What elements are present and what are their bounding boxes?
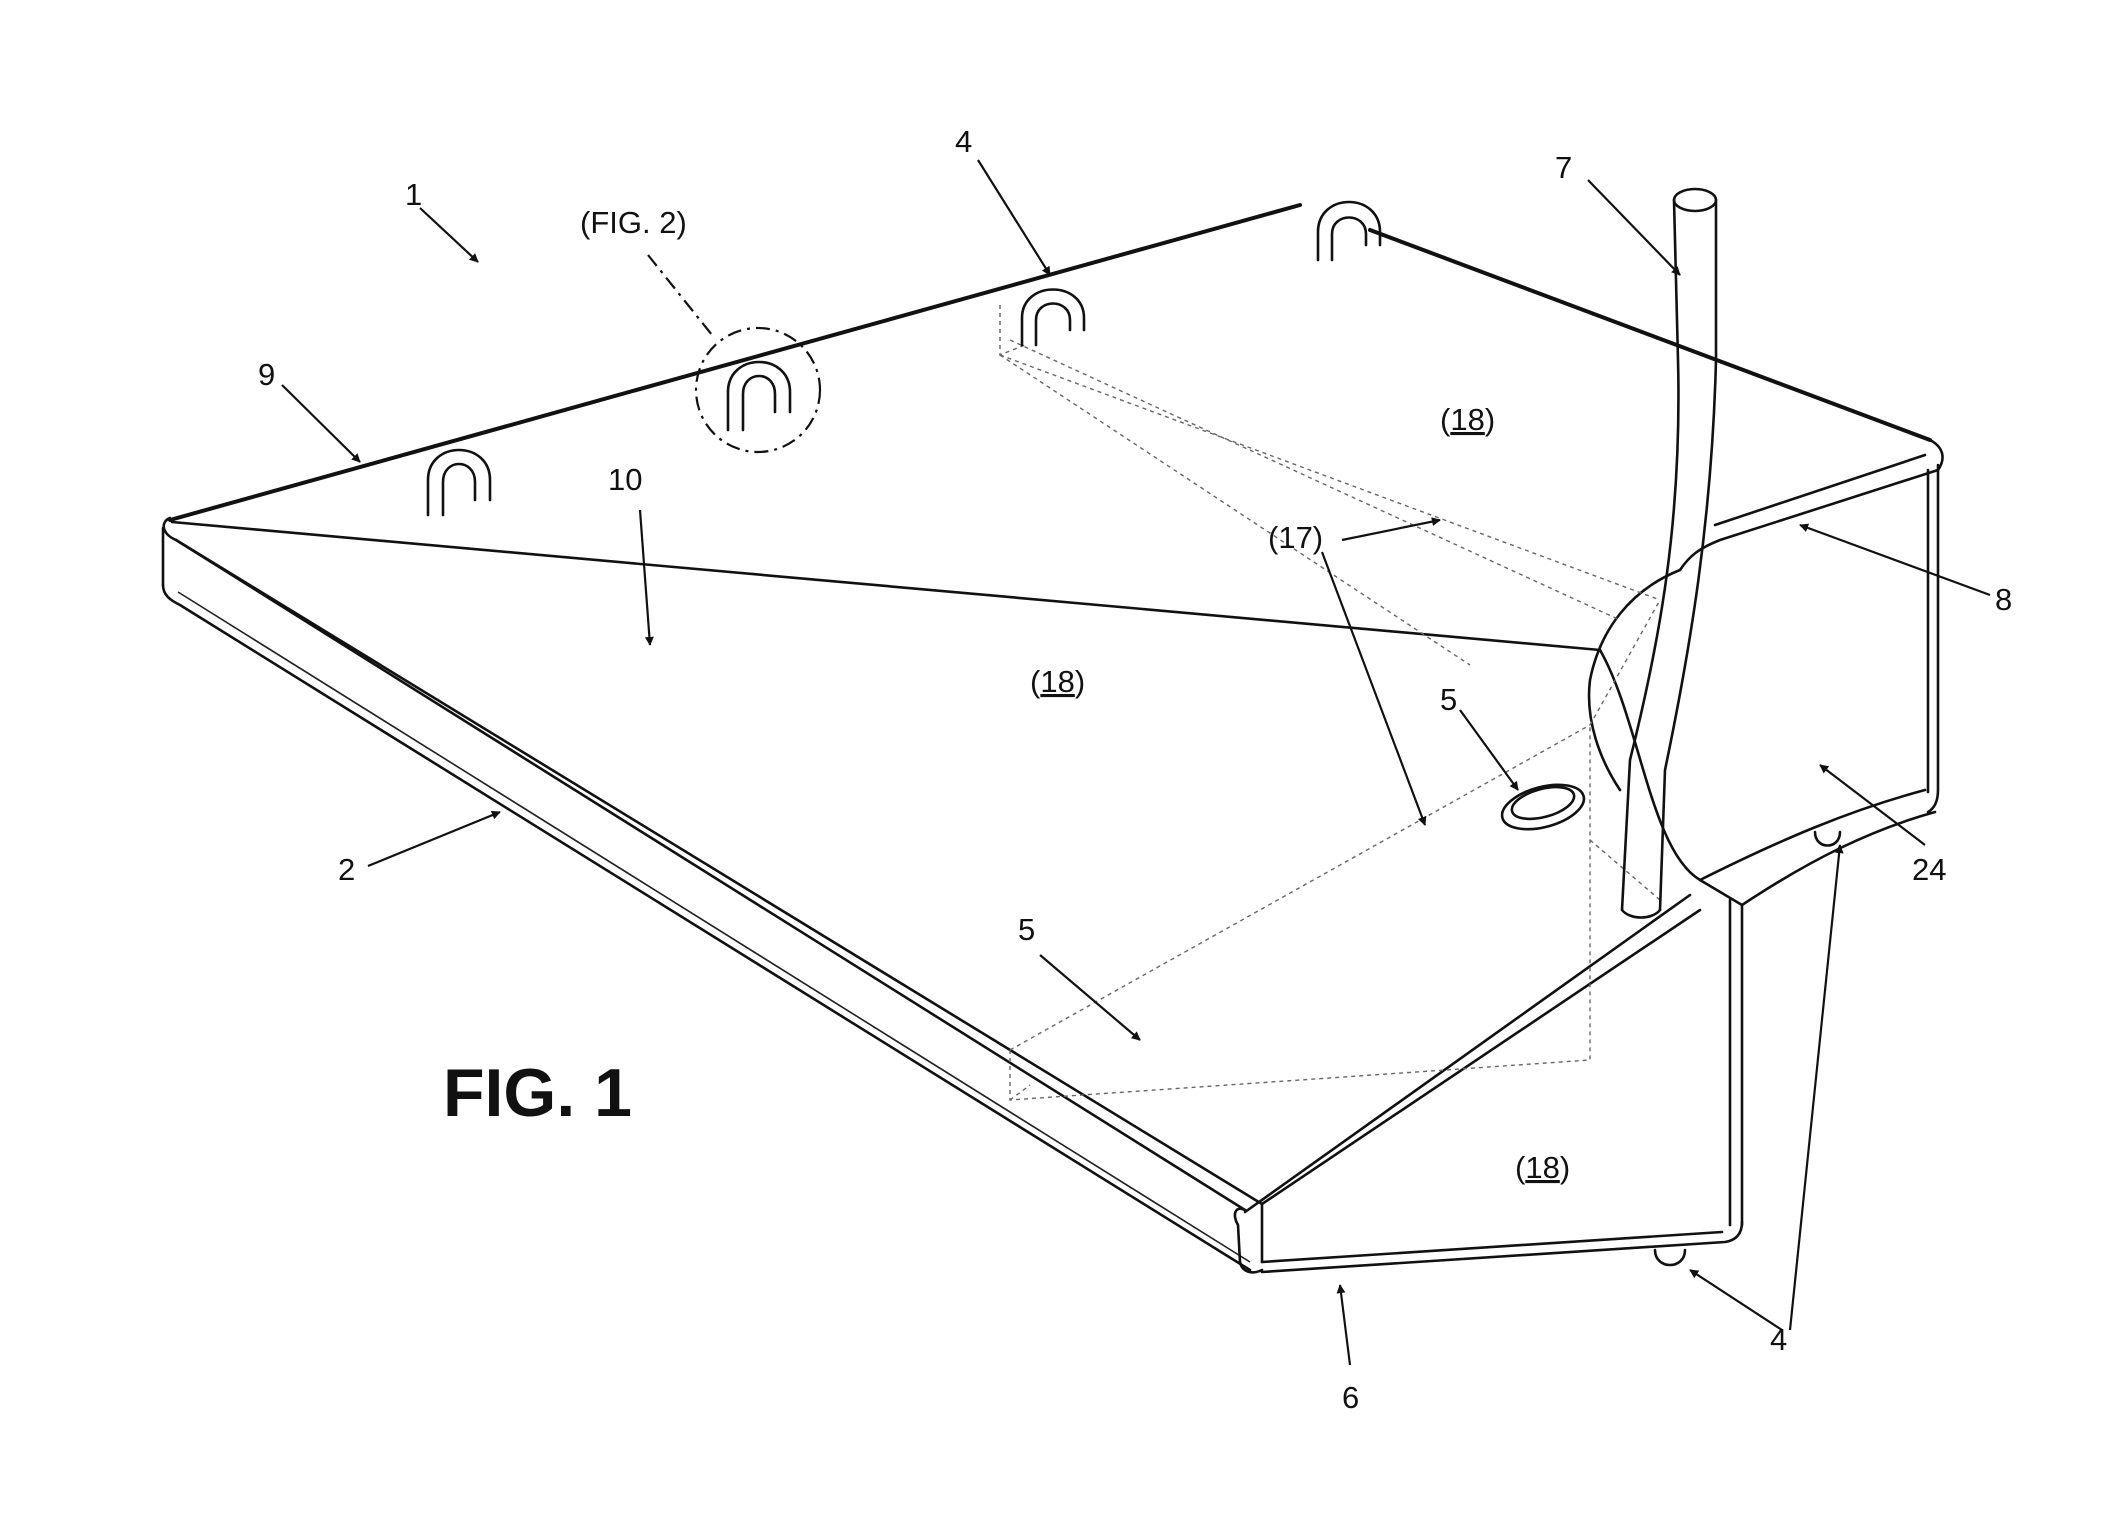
mounting-bracket-3: [1020, 288, 1086, 347]
figure-title: FIG. 1: [443, 1055, 632, 1131]
fig2-detail-circle: [694, 326, 822, 454]
label-fig2: (FIG. 2): [580, 205, 687, 240]
fill-port: [1500, 783, 1586, 831]
label-8: 8: [1995, 582, 2012, 617]
mounting-bracket-1: [426, 448, 492, 517]
label-5-right: 5: [1440, 682, 1457, 717]
label-7: 7: [1555, 150, 1572, 185]
label-18-front-num: 18: [1525, 1150, 1559, 1185]
foot-bottom: [1653, 830, 1842, 1267]
leader-arrows: [281, 159, 1991, 1366]
label-18-mid: (18): [1030, 664, 1085, 699]
label-17: (17): [1268, 520, 1323, 555]
mounting-bracket-2: [726, 360, 792, 432]
mounting-bracket-4: [1316, 200, 1382, 262]
label-6: 6: [1342, 1380, 1359, 1415]
label-18-top: (18): [1440, 402, 1495, 437]
reference-labels: 1 (FIG. 2) 4 7 9 10 (18) (17) 8 (18) 5 2…: [258, 124, 2012, 1415]
internal-hidden-lines: [999, 305, 1661, 1101]
label-10: 10: [608, 462, 642, 497]
label-5-left: 5: [1018, 912, 1035, 947]
label-24: 24: [1912, 852, 1946, 887]
label-18-front: (18): [1515, 1150, 1570, 1185]
tank-body: [161, 203, 1944, 1274]
label-1: 1: [405, 177, 422, 212]
label-18-top-num: 18: [1450, 402, 1484, 437]
label-4-top: 4: [955, 124, 972, 159]
vent-tube: [1620, 187, 1718, 919]
label-4-bottom: 4: [1770, 1322, 1787, 1357]
fig2-leader: [647, 254, 713, 336]
label-2: 2: [338, 852, 355, 887]
label-18-mid-num: 18: [1040, 664, 1074, 699]
label-9: 9: [258, 357, 275, 392]
